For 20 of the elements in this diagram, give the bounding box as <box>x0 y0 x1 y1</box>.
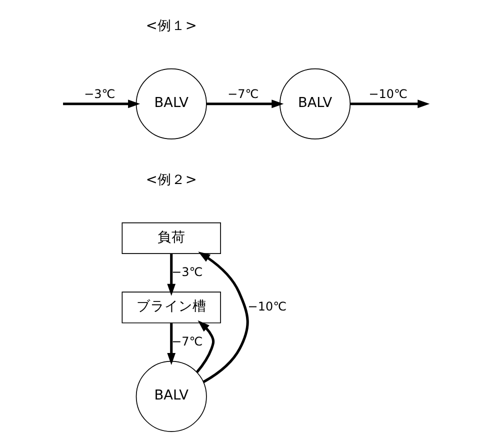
label: <例２> <box>145 172 196 188</box>
node-box: 負荷 <box>121 222 220 254</box>
arrow <box>166 323 176 365</box>
edge-label: −7℃ <box>171 334 202 348</box>
node-box: ブライン槽 <box>121 292 220 324</box>
label: <例１> <box>145 18 196 34</box>
arrow <box>62 100 140 108</box>
edge-label: −10℃ <box>368 87 407 102</box>
arrow <box>206 100 284 108</box>
node-circle: BALV <box>279 68 350 140</box>
arrow <box>166 254 176 296</box>
edge-label: −3℃ <box>171 264 202 279</box>
edge-label: −3℃ <box>84 87 115 102</box>
edge-label: −10℃ <box>247 300 286 314</box>
arrow <box>350 100 430 108</box>
arrow <box>198 252 248 384</box>
arrow <box>196 320 214 373</box>
edge-label: −7℃ <box>227 87 258 102</box>
node-circle: BALV <box>135 360 206 432</box>
node-circle: BALV <box>135 68 206 140</box>
